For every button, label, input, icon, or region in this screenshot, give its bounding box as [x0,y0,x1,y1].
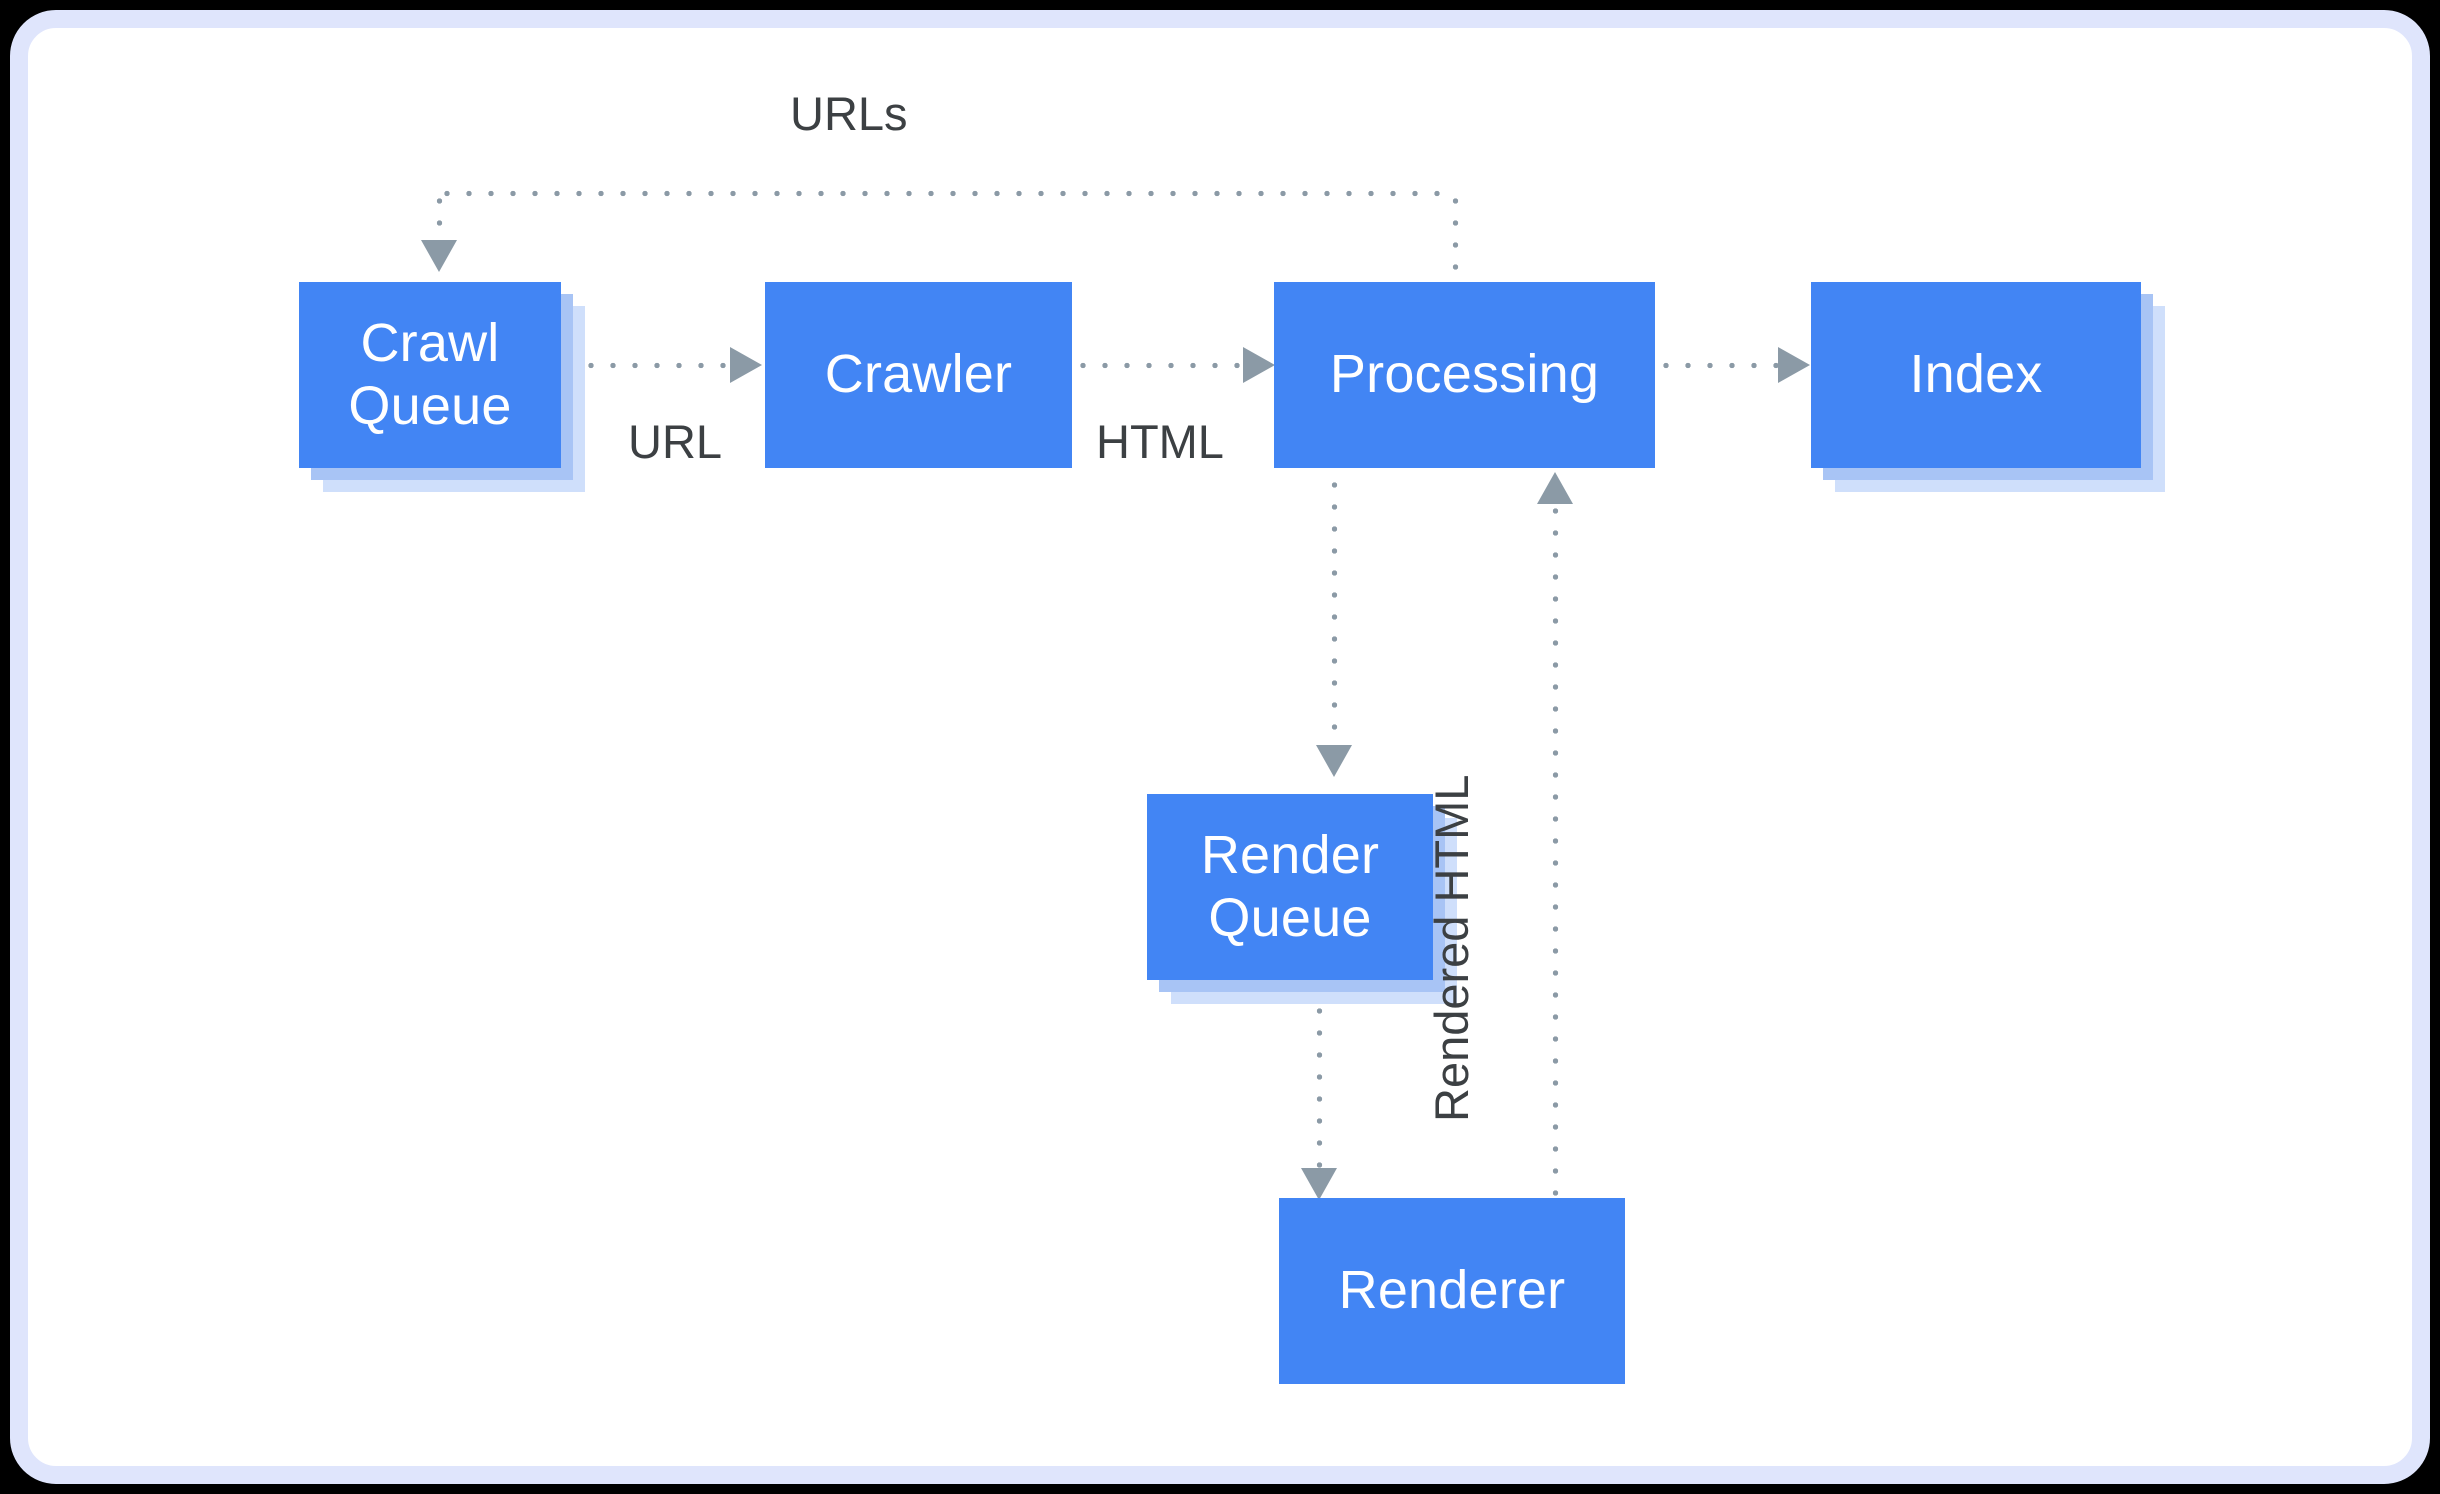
edge-urls-horizontal [436,190,1456,197]
edge-to-index-line [1655,362,1801,369]
edge-label-url: URL [628,415,723,468]
edge-urls-arrowhead [421,240,457,272]
edge-to-renderqueue-line [1331,452,1338,762]
edge-urls-descender [436,190,443,252]
edge-html-arrowhead [1243,347,1275,383]
node-processing-label: Processing [1329,344,1600,405]
edge-rendered-html-line [1552,500,1559,1215]
edge-label-urls: URLs [790,87,908,140]
edge-url-arrowhead [730,347,762,383]
edge-label-rendered-html: Rendered HTML [1425,774,1478,1122]
node-render-queue[interactable]: Render Queue [1147,794,1433,980]
node-crawler-label: Crawler [824,344,1013,405]
edge-to-index-arrowhead [1778,347,1810,383]
node-crawl-queue-label: Crawl Queue [348,312,512,436]
node-processing[interactable]: Processing [1274,282,1655,468]
node-index-label: Index [1909,344,2043,405]
edge-to-renderer-arrowhead [1301,1168,1337,1200]
diagram-frame [10,10,2430,1484]
node-index[interactable]: Index [1811,282,2141,468]
node-crawler[interactable]: Crawler [765,282,1072,468]
node-renderer[interactable]: Renderer [1279,1198,1625,1384]
node-crawl-queue[interactable]: Crawl Queue [299,282,561,468]
edge-to-renderer-line [1316,1000,1323,1180]
edge-rendered-html-arrowhead [1537,472,1573,504]
edge-label-html: HTML [1096,415,1224,468]
edge-to-renderqueue-arrowhead [1316,745,1352,777]
node-renderer-label: Renderer [1338,1260,1566,1321]
edge-html-line [1072,362,1264,369]
edge-urls-riser [1452,190,1459,280]
node-render-queue-label: Render Queue [1200,824,1380,948]
edge-url-line [580,362,746,369]
